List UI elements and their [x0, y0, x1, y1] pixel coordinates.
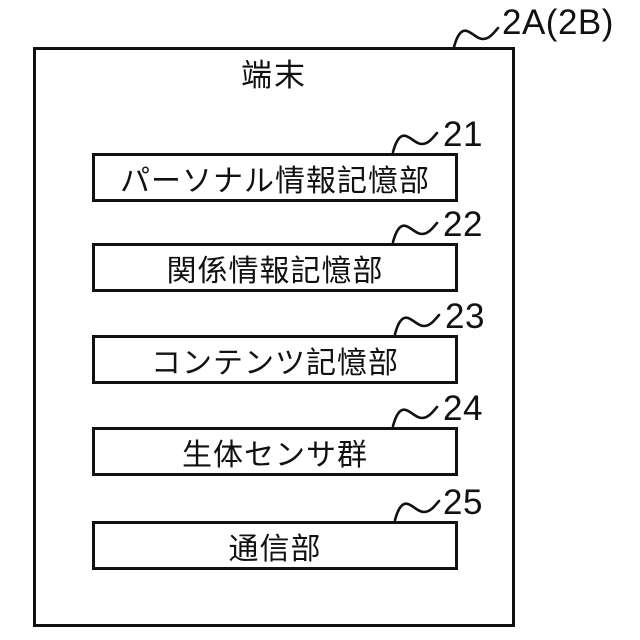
block-relation-info-storage: 関係情報記憶部: [92, 243, 458, 292]
ref-number-2a: 2A(2B): [502, 3, 614, 42]
block-label: 通信部: [228, 532, 322, 566]
reference-squiggle-icon: [452, 26, 500, 49]
block-content-storage: コンテンツ記憶部: [92, 335, 458, 384]
reference-squiggle-icon: [391, 221, 439, 244]
ref-number-24: 24: [443, 389, 483, 428]
block-personal-info-storage: パーソナル情報記憶部: [92, 153, 458, 202]
block-label: 生体センサ群: [182, 438, 368, 472]
reference-squiggle-icon: [393, 499, 441, 522]
reference-squiggle-icon: [393, 313, 441, 336]
ref-number-23: 23: [445, 297, 485, 336]
ref-number-22: 22: [443, 205, 483, 244]
block-label: パーソナル情報記憶部: [120, 164, 430, 198]
block-communication-unit: 通信部: [92, 521, 458, 570]
reference-squiggle-icon: [391, 405, 439, 428]
block-biometric-sensor-group: 生体センサ群: [92, 427, 458, 476]
block-label: 関係情報記憶部: [166, 254, 384, 288]
block-label: コンテンツ記憶部: [151, 346, 399, 380]
terminal-title: 端末: [241, 58, 307, 93]
reference-squiggle-icon: [391, 131, 439, 154]
ref-number-21: 21: [443, 115, 483, 154]
ref-number-25: 25: [443, 483, 483, 522]
